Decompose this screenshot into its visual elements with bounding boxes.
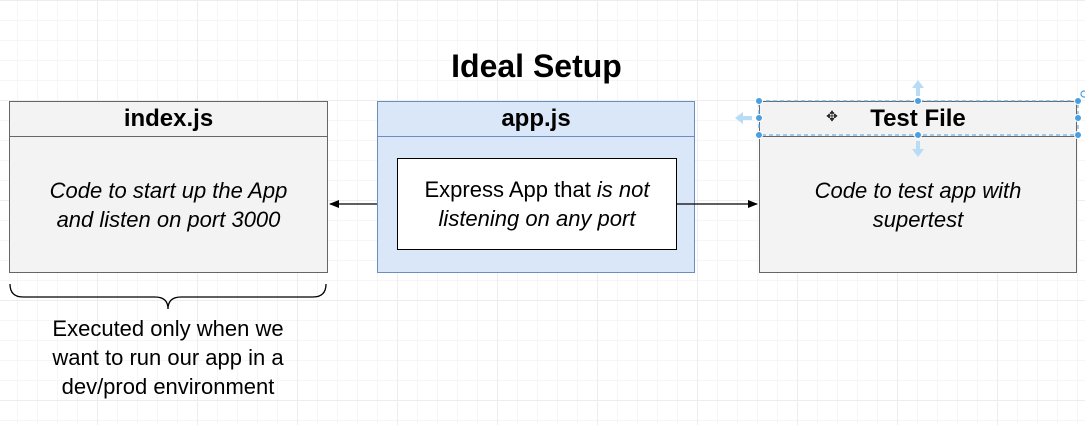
app-js-header: app.js	[378, 102, 694, 137]
note-line: want to run our app in a	[52, 345, 284, 370]
index-js-header: index.js	[10, 102, 327, 137]
resize-handles[interactable]	[755, 97, 1082, 139]
connect-arrow-up-icon[interactable]	[912, 80, 924, 96]
index-js-body: Code to start up the App and listen on p…	[10, 137, 327, 272]
move-icon[interactable]: ✥	[826, 108, 838, 124]
index-js-body-line: and listen on port 3000	[56, 206, 281, 232]
connect-arrow-left-icon[interactable]	[735, 112, 752, 124]
connect-arrow-down-icon[interactable]	[912, 141, 924, 157]
diagram-title: Ideal Setup	[451, 48, 622, 84]
index-js-note: Executed only when we want to run our ap…	[20, 314, 316, 401]
index-js-box[interactable]: index.js Code to start up the App and li…	[9, 101, 328, 273]
test-file-box[interactable]: Test File Code to test app with supertes…	[759, 101, 1077, 273]
test-file-body-line: Code to test app with	[814, 177, 1022, 203]
express-app-box[interactable]: Express App that is not listening on any…	[397, 158, 677, 250]
express-app-line-2: listening on any port	[438, 206, 636, 231]
selection-outline	[758, 100, 1079, 136]
express-app-line-1: Express App that is not	[424, 175, 649, 204]
express-app-plain-text: Express App that	[424, 177, 597, 202]
index-js-body-line: Code to start up the App	[49, 177, 288, 203]
brace-icon	[9, 283, 327, 310]
express-app-italic-text: is not	[596, 177, 650, 202]
test-file-body-line: supertest	[872, 206, 964, 232]
note-line: dev/prod environment	[61, 374, 275, 399]
rotate-handle[interactable]	[1080, 90, 1085, 98]
note-line: Executed only when we	[52, 316, 284, 341]
test-file-body: Code to test app with supertest	[760, 137, 1076, 272]
